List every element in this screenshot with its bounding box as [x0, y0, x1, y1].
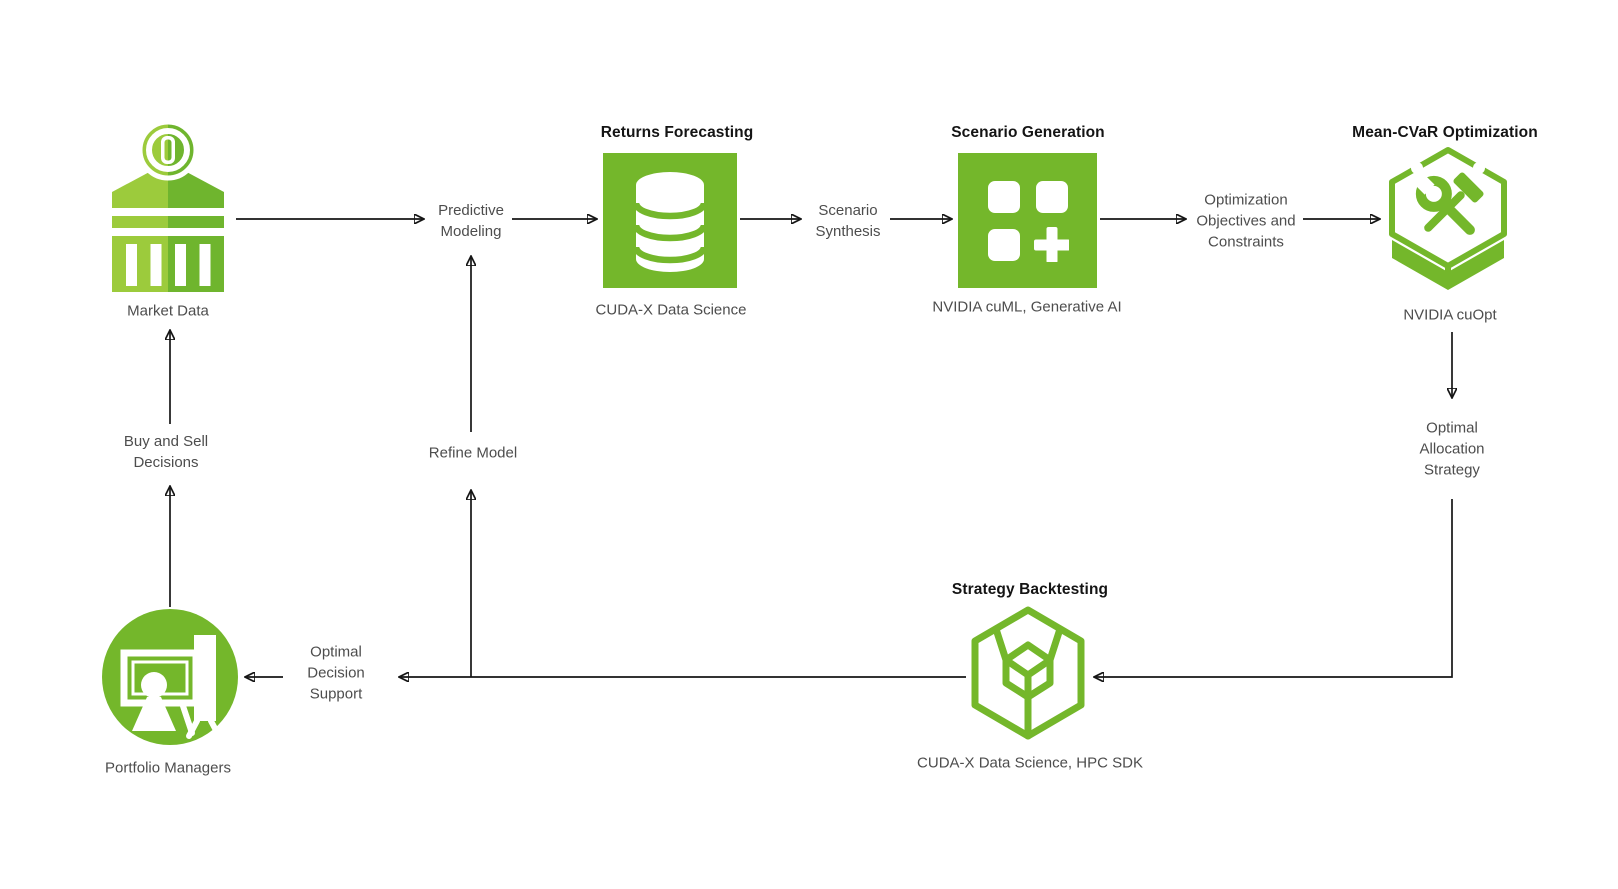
presenter-icon	[102, 609, 238, 745]
market-data-label: Market Data	[127, 302, 209, 320]
mean-cvar-caption: NVIDIA cuOpt	[1403, 306, 1497, 324]
portfolio-managers-label: Portfolio Managers	[105, 759, 231, 777]
scenario-generation-title: Scenario Generation	[951, 124, 1105, 141]
hammer-glyph	[1424, 172, 1484, 232]
strategy-backtesting-caption: CUDA-X Data Science, HPC SDK	[917, 754, 1143, 772]
edge-label-buy-sell-decisions: Buy and Sell Decisions	[123, 433, 209, 471]
bank-icon	[112, 119, 224, 292]
scenario-generation-node	[958, 153, 1097, 288]
cube-icon	[971, 606, 1085, 740]
arrow-allocation-to-backtesting	[1094, 499, 1453, 677]
tools-hexagon-icon	[1389, 147, 1507, 290]
edge-label-scenario-synthesis: Scenario Synthesis	[815, 202, 881, 240]
edge-label-predictive-modeling: Predictive Modeling	[438, 202, 504, 240]
portfolio-managers-node	[102, 609, 238, 745]
database-icon	[632, 171, 708, 272]
edge-label-refine-model: Refine Model	[428, 444, 518, 462]
strategy-backtesting-title: Strategy Backtesting	[951, 581, 1109, 598]
edge-label-optimization-objectives: Optimization Objectives and Constraints	[1196, 191, 1296, 251]
returns-forecasting-title: Returns Forecasting	[600, 124, 754, 141]
returns-forecasting-node	[603, 153, 737, 288]
returns-forecasting-caption: CUDA-X Data Science	[595, 301, 747, 319]
mean-cvar-title: Mean-CVaR Optimization	[1352, 124, 1538, 141]
grid-plus-icon	[987, 180, 1069, 262]
edge-label-optimal-decision-support: Optimal Decision Support	[307, 643, 365, 703]
scenario-generation-caption: NVIDIA cuML, Generative AI	[932, 298, 1122, 316]
mean-cvar-node	[1382, 146, 1514, 298]
strategy-backtesting-node	[968, 605, 1088, 741]
edge-label-optimal-allocation: Optimal Allocation Strategy	[1419, 419, 1485, 479]
market-data-node	[106, 112, 230, 292]
